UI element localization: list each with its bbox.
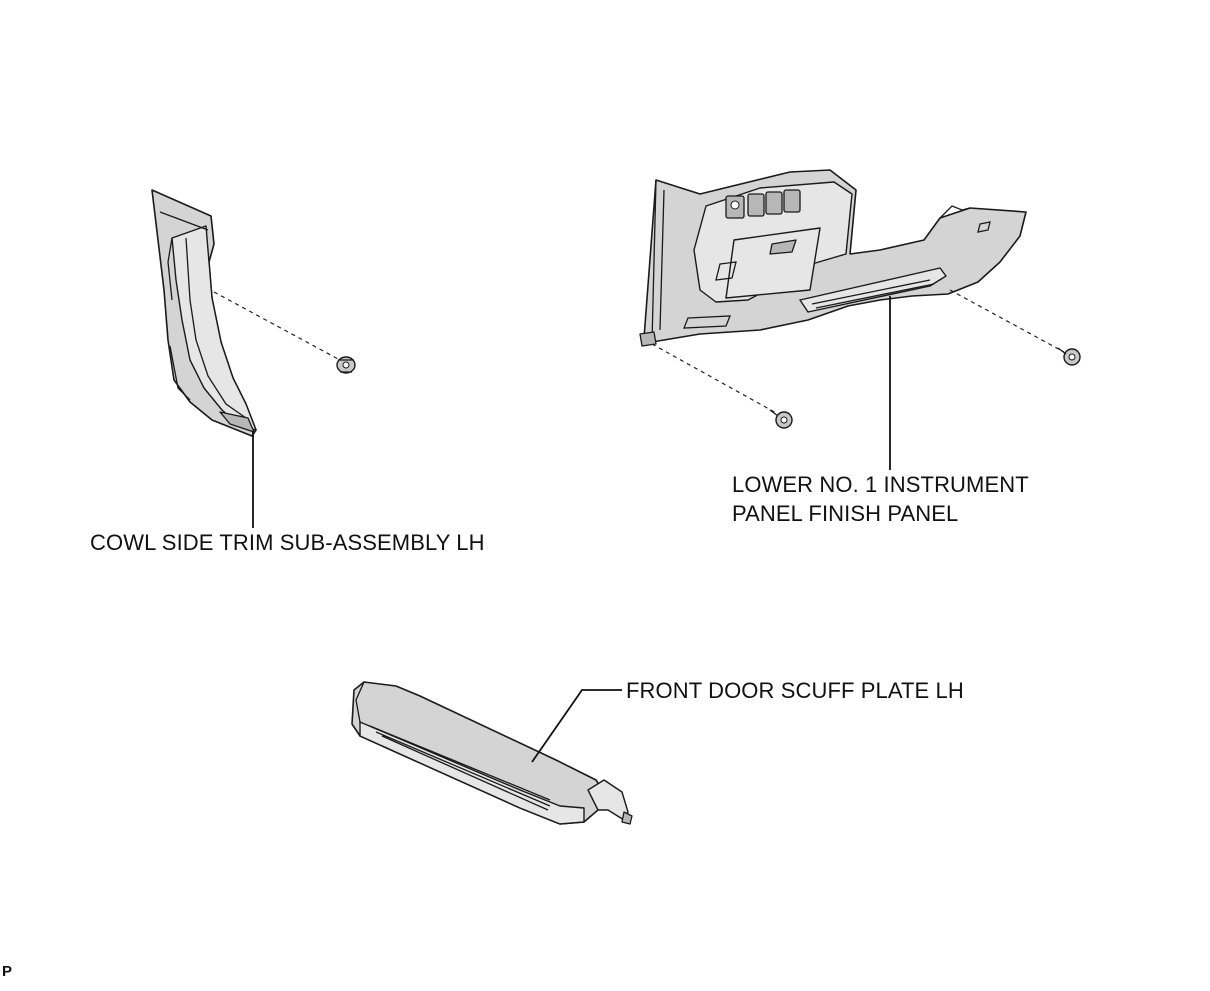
cowl-clip-guide-line: [213, 291, 341, 361]
scuff-plate-label: FRONT DOOR SCUFF PLATE LH: [626, 678, 964, 703]
door-scuff-plate-part-icon: [351, 681, 633, 825]
lower-panel-label-line-2: PANEL FINISH PANEL: [732, 501, 959, 526]
corner-mark: P: [2, 963, 13, 980]
panel-right-screw-guide-line: [949, 289, 1065, 353]
instrument-finish-panel-part-icon: [639, 169, 1027, 347]
switch-bank-icon: [725, 189, 801, 219]
lower-panel-label-line-1: LOWER NO. 1 INSTRUMENT: [732, 472, 1029, 497]
screw-icon: [769, 409, 793, 429]
panel-left-screw-guide-line: [651, 343, 779, 415]
cowl-side-trim-part-icon: [151, 189, 257, 437]
cowl-side-trim-label: COWL SIDE TRIM SUB-ASSEMBLY LH: [90, 530, 485, 555]
screw-icon: [1057, 347, 1081, 366]
scuff-plate-leader-line: [531, 689, 622, 763]
clip-icon: [336, 356, 356, 374]
